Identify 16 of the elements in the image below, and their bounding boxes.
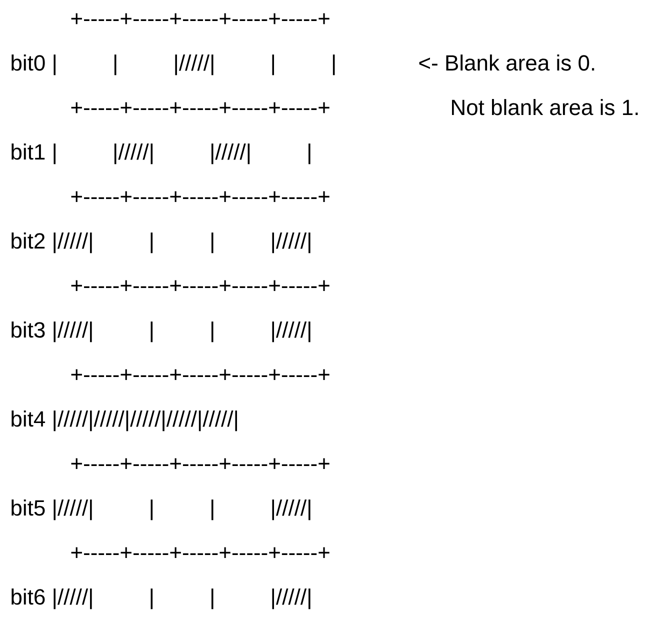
bit-row: bit0 | | |/////| | |: [12, 54, 335, 76]
bit-row: bit2 |/////| | | |/////|: [12, 232, 310, 254]
grid-border-row: +-----+-----+-----+-----+-----+: [71, 102, 330, 114]
grid-border-row: +-----+-----+-----+-----+-----+: [71, 547, 330, 558]
grid-border-row: +-----+-----+-----+-----+-----+: [71, 13, 330, 24]
bit-row: bit6 |/////| | | |/////|: [12, 588, 310, 610]
grid-border-row: +-----+-----+-----+-----+-----+: [71, 191, 330, 202]
bit-row: bit1 | |/////| |/////| |: [12, 144, 310, 164]
grid-border-row: +-----+-----+-----+-----+-----+: [71, 458, 330, 470]
bit-row: bit4 |/////|/////|/////|/////|/////|: [12, 410, 237, 432]
bit-row: bit3 |/////| | | |/////|: [12, 322, 310, 342]
grid-border-row: +-----+-----+-----+-----+-----+: [71, 369, 330, 380]
note-text: Not blank area is 1.: [452, 99, 638, 116]
note-text: <- Blank area is 0.: [419, 54, 594, 71]
grid-border-row: +-----+-----+-----+-----+-----+: [71, 280, 330, 292]
bit-row: bit5 |/////| | | |/////|: [12, 500, 310, 520]
